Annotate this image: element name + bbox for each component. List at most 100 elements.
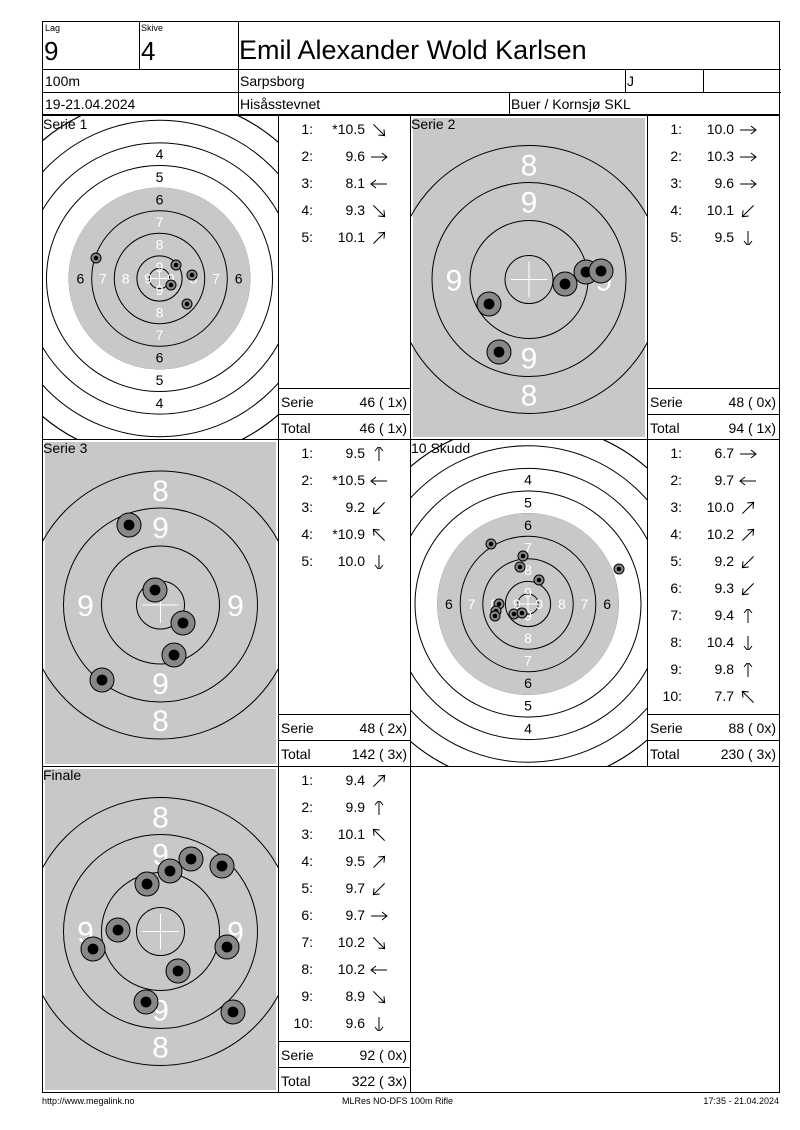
shot-value: 10.0 [337,553,365,569]
shot-row: 9:8.9 [293,986,389,1006]
ring-label: 8 [524,630,532,646]
shot-number: 1: [670,445,682,461]
direction-arrow-icon [741,205,755,218]
target-ring [101,545,220,665]
empty-area [410,766,780,1093]
direction-arrow-icon [372,232,386,245]
shot-number: 5: [301,229,313,245]
ring-label: 8 [156,304,164,320]
shot-number: 4: [301,526,313,542]
inner-ten [148,267,171,290]
shot-value: 9.7 [345,880,365,896]
direction-arrow-icon [740,179,757,189]
shot-number: 7: [670,607,682,623]
ring-label: 6 [603,596,611,612]
shot-value: 9.3 [714,580,734,596]
shot-hole-center [221,941,233,953]
shot-value: *10.9 [332,526,365,542]
ring-label: 8 [156,237,164,253]
shot-number: 5: [670,229,682,245]
shot-hole-center [493,346,505,358]
shot-value: 8.1 [345,175,365,191]
shot-value: 9.8 [714,661,734,677]
shot-hole-center [172,965,184,977]
shot-number: 2: [670,472,682,488]
direction-arrow-icon [371,911,388,921]
shot-value: 9.6 [345,1015,365,1031]
target-ring [136,907,185,956]
shot-value: 9.4 [345,772,365,788]
shot-hole-center [149,584,161,596]
direction-arrow-icon [374,554,384,572]
shot-value: 10.1 [337,826,365,842]
ring-label: 8 [524,562,532,578]
direction-arrow-icon [372,775,386,788]
shot-number: 4: [670,526,682,542]
shot-hole-center [168,282,174,288]
shot-row: 2: 9.6 [293,146,389,166]
ring-label: 7 [581,596,589,612]
shot-value: 9.6 [345,148,365,164]
target-ring [411,467,647,741]
direction-arrow-icon [741,556,755,569]
ring-label: 6 [524,517,532,533]
shot-row: 4:10.2 [662,524,758,544]
direction-arrow-icon [372,883,386,896]
shot-row: 5:10.0 [293,551,389,572]
shot-row: 2: 9.7 [662,470,758,490]
shot-hole-center [536,577,542,583]
shot-value: 9.6 [714,175,734,191]
shot-hole-center [173,262,179,268]
shot-value: *10.5 [332,121,365,137]
shot-value: 10.0 [706,499,734,515]
direction-arrow-icon [372,991,386,1004]
target-ring [43,797,278,1066]
shot-hole-center [87,943,99,955]
target-ring [91,210,228,347]
ring-label: 6 [445,596,453,612]
direction-arrow-icon [372,502,386,515]
target-ring [43,142,278,415]
target-ring [43,119,278,438]
shot-number: 5: [301,880,313,896]
target-ring [437,513,619,695]
shot-row: 1:10.0 [662,119,758,139]
footer-url[interactable]: http://www.megalink.no [42,1096,135,1106]
shot-row: 10:7.7 [662,686,758,706]
ring-label: 4 [156,146,164,162]
shot-row: 2:9.9 [293,797,389,817]
shot-hole-center [517,564,523,570]
inner-ten [517,593,539,615]
shooter-name: Emil Alexander Wold Karlsen [239,35,587,65]
shot-value: 10.1 [706,202,734,218]
shot-hole-center [112,924,124,936]
shot-number: 1: [301,772,313,788]
shot-value: 9.7 [714,472,734,488]
ring-label: 4 [524,720,532,736]
shot-hole-center [216,860,228,872]
ring-label: 7 [524,653,532,669]
shot-value: 10.2 [337,934,365,950]
footer-timestamp: 17:35 - 21.04.2024 [703,1096,779,1106]
panel-title: Serie 1 [43,116,88,132]
direction-arrow-icon [372,205,386,218]
shot-hole-center [189,272,195,278]
target-ring [43,470,278,740]
direction-arrow-icon [741,583,755,596]
shot-value: 9.7 [345,907,365,923]
shot-hole-center [488,541,494,547]
direction-arrow-icon [372,856,386,869]
ring-label: 8 [521,380,538,413]
shot-number: 2: [301,148,313,164]
ring-label: 6 [235,271,243,287]
ring-label: 7 [468,596,476,612]
shot-hole-center [184,301,190,307]
